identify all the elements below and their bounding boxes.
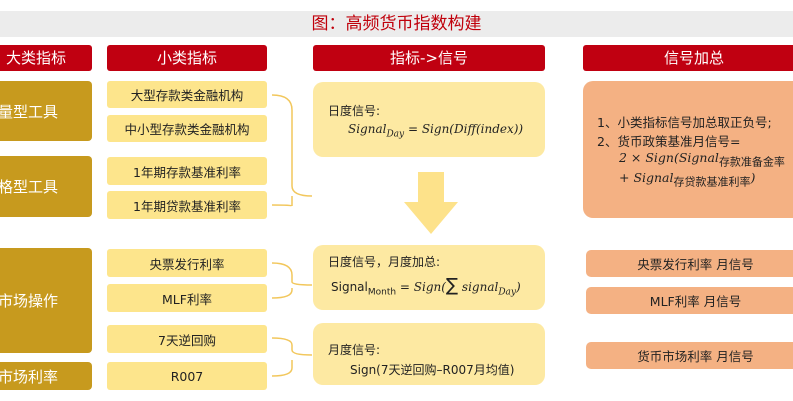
monthly-signal-mlf: MLF利率 月信号 [586, 287, 793, 314]
sub-small-medium-deposit-institutions: 中小型存款类金融机构 [107, 115, 267, 142]
agg-formula-line1-sub: 存款准备金率 [718, 155, 785, 169]
daily-monthly-signal-box: 日度信号，月度加总: SignalMonth = Sign(∑ signalDa… [313, 245, 545, 310]
sub-1y-loan-rate: 1年期贷款基准利率 [107, 191, 267, 219]
down-arrow-icon [404, 172, 458, 234]
category-quantity-tools: 量型工具 [0, 81, 92, 141]
formula-end: ) [516, 280, 521, 294]
monthly-signal-money-market: 货币市场利率 月信号 [586, 342, 793, 369]
sub-1y-deposit-rate: 1年期存款基准利率 [107, 157, 267, 185]
aggregation-box: 1、小类指标信号加总取正负号; 2、货币政策基准月信号= 2 × Sign(Si… [583, 81, 793, 218]
header-indicator-to-signal: 指标->信号 [313, 45, 545, 71]
aggregation-item-1: 1、小类指标信号加总取正负号; [597, 115, 772, 130]
monthly-signal-central-bill: 央票发行利率 月信号 [586, 250, 793, 277]
daily-signal-heading: 日度信号: [328, 104, 381, 118]
formula-lhs-sub: Month [367, 287, 397, 298]
formula-lhs: Signal [348, 122, 387, 136]
sub-mlf-rate: MLF利率 [107, 284, 267, 312]
formula-lhs: Signal [331, 280, 368, 294]
category-open-market-operations: 开市场操作 [0, 248, 92, 353]
sum-symbol: ∑ [445, 275, 459, 296]
agg-formula-line2-end: ) [750, 169, 756, 185]
diagram-title: 图：高频货币指数构建 [0, 11, 793, 37]
header-major-indicator: 大类指标 [0, 45, 92, 71]
formula-term-sub: Day [498, 287, 516, 298]
daily-monthly-formula: SignalMonth = Sign(∑ signalDay) [328, 275, 545, 297]
formula-term: signal [461, 280, 499, 294]
formula-rhs: = Sign(Diff(index)) [407, 122, 524, 136]
formula-lhs-sub: Day [386, 129, 405, 140]
agg-formula-line2-text: + Signal [619, 169, 674, 185]
header-minor-indicator: 小类指标 [107, 45, 267, 71]
daily-signal-box: 日度信号: SignalDay = Sign(Diff(index)) [313, 82, 545, 157]
sub-7d-reverse-repo: 7天逆回购 [107, 325, 267, 353]
aggregation-formula-line1: 2 × Sign(Signal存款准备金率 [597, 150, 793, 170]
header-signal-aggregation: 信号加总 [583, 45, 793, 71]
agg-formula-line2-sub: 存贷款基准利率 [673, 175, 751, 188]
sub-central-bill-rate: 央票发行利率 [107, 249, 267, 277]
daily-monthly-heading: 日度信号，月度加总: [328, 255, 441, 269]
monthly-heading: 月度信号: [328, 343, 381, 357]
monthly-formula: Sign(7天逆回购–R007月均值) [350, 363, 515, 377]
sub-r007: R007 [107, 362, 267, 390]
category-money-market-rate: 币市场利率 [0, 362, 92, 390]
aggregation-formula-line2: + Signal存贷款基准利率) [597, 170, 793, 190]
category-price-tools: 格型工具 [0, 156, 92, 217]
monthly-signal-box: 月度信号: Sign(7天逆回购–R007月均值) [313, 323, 545, 385]
aggregation-item-2: 2、货币政策基准月信号= [597, 134, 741, 149]
formula-mid: = Sign( [399, 280, 446, 294]
daily-signal-formula: SignalDay = Sign(Diff(index)) [328, 122, 545, 139]
sub-large-deposit-institutions: 大型存款类金融机构 [107, 81, 267, 108]
agg-formula-line1-text: 2 × Sign(Signal [619, 150, 719, 165]
